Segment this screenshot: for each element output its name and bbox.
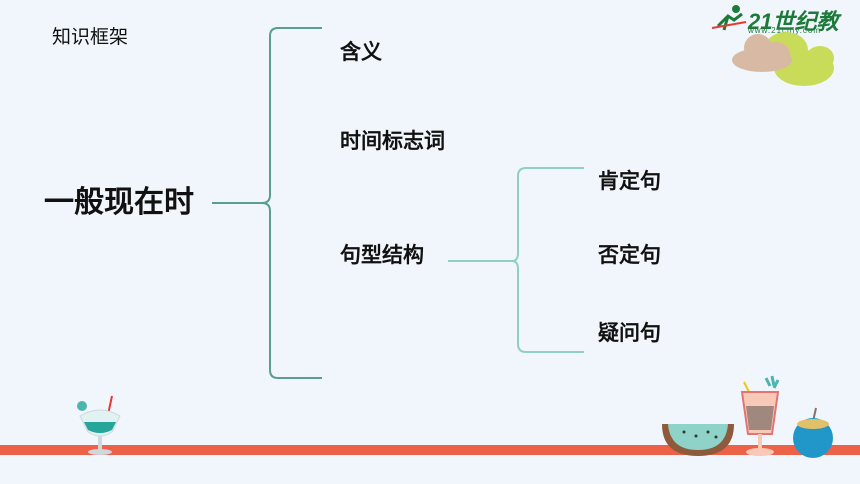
fruit-slice-icon <box>662 424 734 456</box>
main-brace <box>212 27 322 204</box>
sub-brace <box>448 167 584 262</box>
sub-interrogative: 疑问句 <box>598 321 661 345</box>
branch-sentence-structure: 句型结构 <box>340 243 424 267</box>
coconut-drink-icon <box>793 407 833 458</box>
corner-title: 知识框架 <box>52 26 129 48</box>
branch-meaning: 含义 <box>340 40 382 64</box>
cocktail-glass-icon <box>77 395 121 455</box>
runner-logo-icon <box>712 5 747 31</box>
logo-url: www.21cnjy.com <box>748 26 821 35</box>
cloud-icon <box>732 32 834 86</box>
floor-stripe <box>0 445 860 455</box>
tall-drink-icon <box>740 375 780 456</box>
sub-negative: 否定句 <box>598 243 661 267</box>
sub-affirmative: 肯定句 <box>598 169 661 193</box>
branch-signal-words: 时间标志词 <box>340 129 445 153</box>
main-brace-lower <box>261 202 322 379</box>
sub-brace-lower <box>511 260 584 353</box>
root-node: 一般现在时 <box>44 185 194 220</box>
